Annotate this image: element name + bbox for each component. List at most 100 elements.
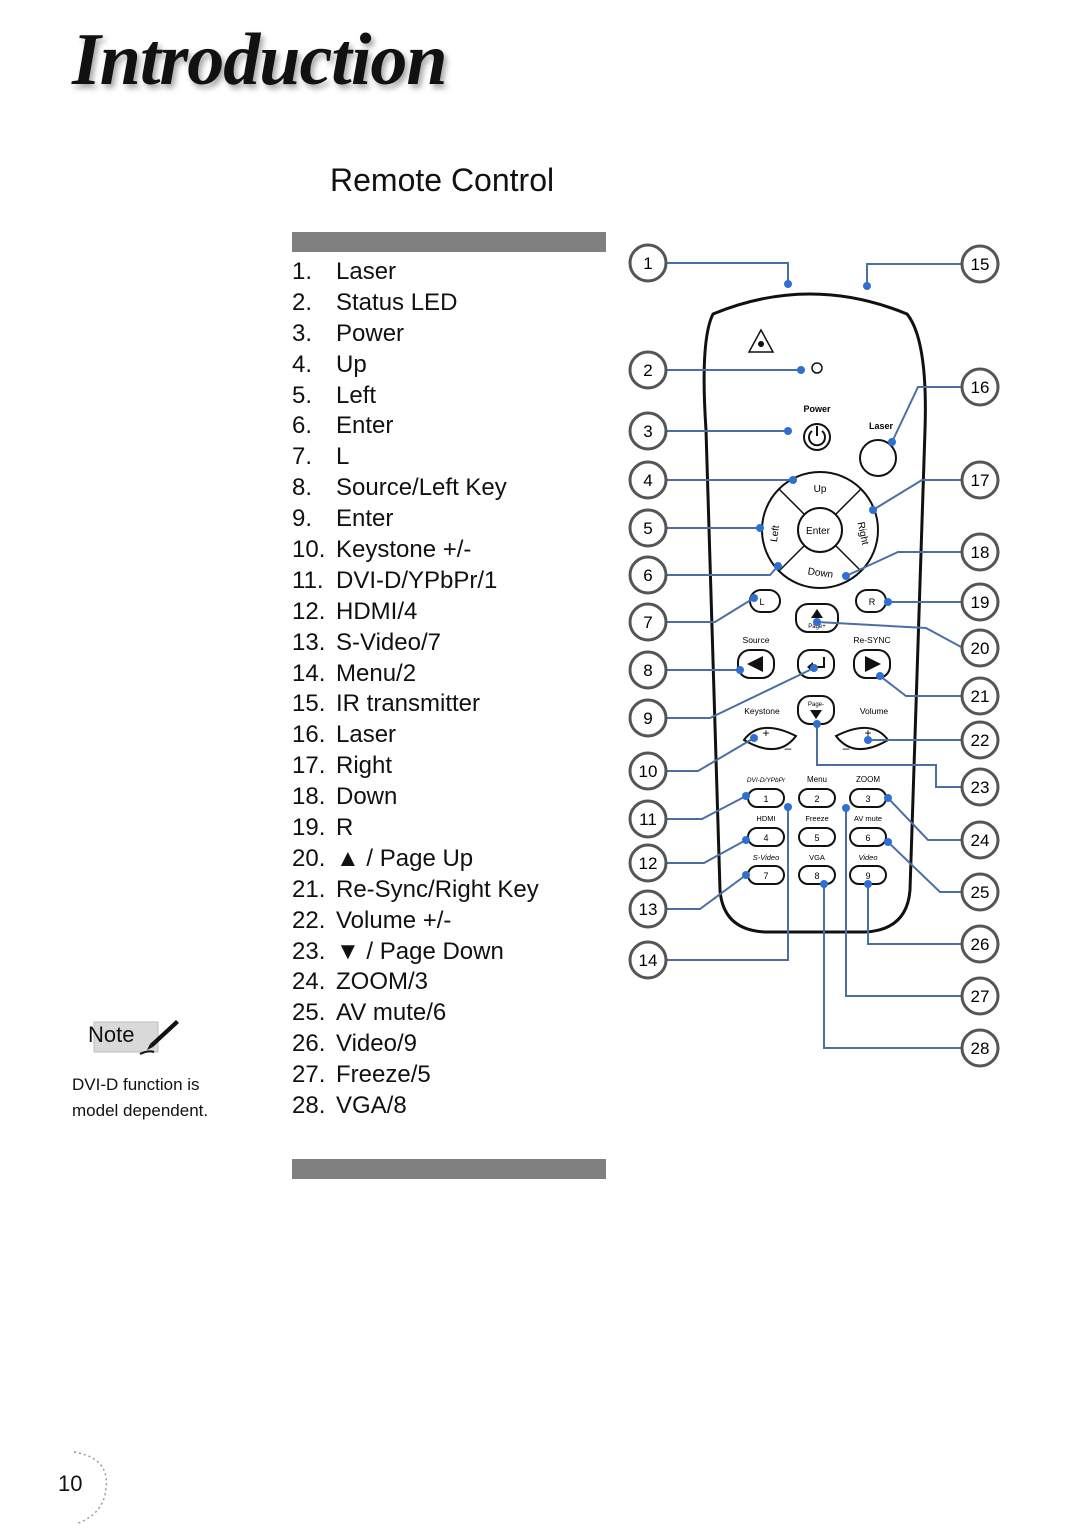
callout-14: 14 [628,940,668,980]
zoom-label: ZOOM [856,775,880,784]
svg-text:8: 8 [814,871,819,881]
svg-text:Note: Note [88,1022,134,1047]
dpad: Up Down Left Right Enter [761,471,879,589]
svg-text:11: 11 [639,810,657,829]
dpad-enter-label: Enter [806,526,831,537]
dpad-right-label: Right [855,521,871,546]
resync-right-button [853,649,891,679]
svg-text:R: R [869,597,876,607]
svg-text:6: 6 [865,833,870,843]
svg-text:24: 24 [971,831,990,850]
legend-item: 10.Keystone +/- [292,536,472,564]
legend-item: 11.DVI-D/YPbPr/1 [292,566,498,594]
callout-badges-right: 15 16 17 18 19 20 21 22 23 24 25 26 27 2… [960,244,1000,1068]
page-header-title: Introduction [72,19,448,101]
legend-item: 13.S-Video/7 [292,628,441,656]
keystone-button: + – [742,726,798,755]
legend-item: 28.VGA/8 [292,1092,407,1120]
callout-7: 7 [628,602,668,642]
callout-27: 27 [960,976,1000,1016]
callout-6: 6 [628,555,668,595]
dpad-up-label: Up [814,484,827,495]
svg-text:12: 12 [639,854,658,873]
key-6: 6 [849,827,887,847]
legend-item: 5.Left [292,381,377,409]
key-4: 4 [747,827,785,847]
legend-top-bar [292,232,606,252]
legend-item: 23.▼ / Page Down [292,937,504,965]
legend-item: 4.Up [292,350,367,378]
svg-text:Page-: Page- [808,702,824,708]
av-mute-label: AV mute [854,814,882,823]
svg-text:–: – [843,741,850,755]
laser-button [859,439,897,477]
laser-warning-icon [747,328,775,353]
callout-17: 17 [960,460,1000,500]
legend-item: 19.R [292,814,354,842]
legend-item: 24.ZOOM/3 [292,968,429,996]
svg-text:26: 26 [971,935,990,954]
legend-item: 22.Volume +/- [292,906,452,934]
svg-text:27: 27 [971,987,990,1006]
key-7: 7 [747,865,785,885]
callout-19: 19 [960,582,1000,622]
svg-text:28: 28 [971,1039,990,1058]
resync-label: Re-SYNC [853,635,890,645]
callout-23: 23 [960,767,1000,807]
source-left-button [737,649,775,679]
callout-24: 24 [960,820,1000,860]
svg-text:10: 10 [639,762,658,781]
legend-item: 8.Source/Left Key [292,474,507,502]
svg-text:25: 25 [971,883,990,902]
note-badge-icon: Note [88,1020,179,1055]
freeze-label: Freeze [805,814,828,823]
vga-label: VGA [809,853,825,862]
svg-text:16: 16 [971,378,990,397]
callout-8: 8 [628,650,668,690]
power-button [803,423,831,451]
callout-15: 15 [960,244,1000,284]
callout-16: 16 [960,367,1000,407]
callout-2: 2 [628,350,668,390]
svg-text:21: 21 [971,687,990,706]
key-1: 1 [747,788,785,808]
callout-5: 5 [628,508,668,548]
legend-item: 6.Enter [292,412,394,440]
svg-text:–: – [785,741,792,755]
keystone-label: Keystone [744,706,780,716]
legend-item: 20.▲ / Page Up [292,844,474,872]
legend-item: 21.Re-Sync/Right Key [292,875,539,903]
callout-26: 26 [960,924,1000,964]
svg-text:9: 9 [865,871,870,881]
callout-22: 22 [960,720,1000,760]
video-label: Video [858,853,877,862]
hdmi-label: HDMI [756,814,775,823]
svg-text:7: 7 [643,613,652,632]
legend-item: 18.Down [292,783,398,811]
svg-text:22: 22 [971,731,990,750]
svg-text:14: 14 [639,951,658,970]
svg-text:19: 19 [971,593,990,612]
status-led [811,362,823,374]
svg-text:Page+: Page+ [808,624,826,630]
svg-text:6: 6 [643,566,652,585]
svg-text:1: 1 [643,254,652,273]
legend-item: 25.AV mute/6 [292,999,447,1027]
legend-item: 3.Power [292,319,405,347]
power-label: Power [803,404,831,414]
callout-badges-left: 1 2 3 4 5 6 7 8 9 10 11 12 13 14 [628,243,668,980]
legend-item: 16.Laser [292,721,397,749]
legend-bottom-bar [292,1159,606,1179]
callout-28: 28 [960,1028,1000,1068]
legend-list: 1.Laser 2.Status LED 3.Power 4.Up 5.Left… [292,257,539,1122]
svg-text:17: 17 [971,471,990,490]
svg-text:+: + [762,726,769,740]
legend-item: 14.Menu/2 [292,659,417,687]
svg-text:3: 3 [865,794,870,804]
callout-10: 10 [628,751,668,791]
key-5: 5 [798,827,836,847]
svg-text:1: 1 [763,794,768,804]
callout-connectors [667,262,964,1049]
key-3: 3 [849,788,887,808]
key-2: 2 [798,788,836,808]
